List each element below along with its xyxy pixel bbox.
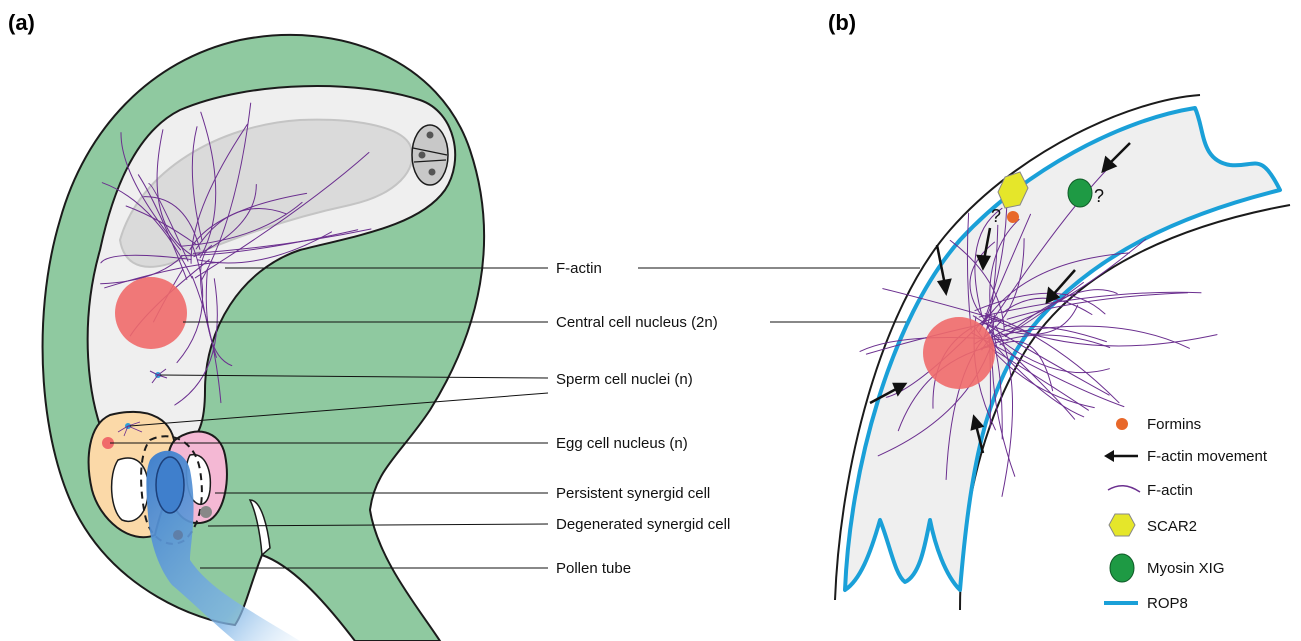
panel-label-a: (a) xyxy=(8,10,35,35)
question-mark-myosin: ? xyxy=(1094,186,1104,206)
purple-curve-icon xyxy=(1108,486,1140,492)
legend-label-scar2: SCAR2 xyxy=(1147,518,1197,535)
legend-label-myosin-xig: Myosin XIG xyxy=(1147,560,1225,577)
label-persistent-synergid: Persistent synergid cell xyxy=(556,485,710,502)
green-ellipse-icon xyxy=(1110,554,1134,582)
labels-a: F-actin Central cell nucleus (2n) Sperm … xyxy=(556,260,730,577)
label-egg-cell-nucleus: Egg cell nucleus (n) xyxy=(556,435,688,452)
ovule-diagram xyxy=(43,35,485,641)
myosin-ellipse-icon xyxy=(1068,179,1092,207)
label-sperm-cell-nuclei: Sperm cell nuclei (n) xyxy=(556,371,693,388)
formin-dot-icon xyxy=(1007,211,1019,223)
egg-cell-vacuole xyxy=(112,458,149,521)
label-central-cell-nucleus: Central cell nucleus (2n) xyxy=(556,314,718,331)
pollen-tube-tip xyxy=(156,457,184,513)
legend-label-formins: Formins xyxy=(1147,416,1201,433)
arrow-left-icon xyxy=(1104,450,1138,462)
central-cell-detail: ? ? xyxy=(835,95,1290,610)
question-mark-scar2: ? xyxy=(991,206,1001,226)
central-cell-nucleus-detail xyxy=(923,317,995,389)
antipodal-cells xyxy=(412,125,448,185)
legend-label-f-actin: F-actin xyxy=(1147,482,1193,499)
yellow-hexagon-icon xyxy=(1109,514,1135,536)
degenerated-synergid-nucleus xyxy=(200,506,212,518)
pollen-tube-nucleus xyxy=(173,530,183,540)
legend: Formins F-actin movement F-actin SCAR2 M… xyxy=(1104,416,1268,612)
central-cell-nucleus xyxy=(115,277,187,349)
panel-label-b: (b) xyxy=(828,10,856,35)
label-degenerated-synergid: Degenerated synergid cell xyxy=(556,516,730,533)
legend-label-rop8: ROP8 xyxy=(1147,595,1188,612)
label-pollen-tube: Pollen tube xyxy=(556,560,631,577)
orange-dot-icon xyxy=(1116,418,1128,430)
legend-label-f-actin-movement: F-actin movement xyxy=(1147,448,1268,465)
cell-cytoplasm xyxy=(845,108,1280,590)
label-f-actin: F-actin xyxy=(556,260,602,277)
